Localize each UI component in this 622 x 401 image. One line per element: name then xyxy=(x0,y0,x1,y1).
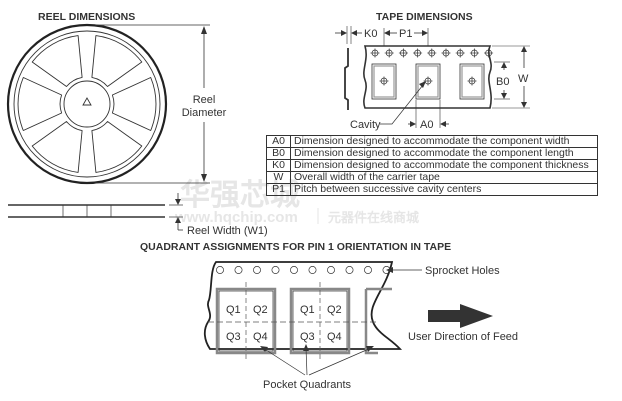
tape-cavity-label: Cavity xyxy=(350,119,381,131)
q4-label-b: Q4 xyxy=(327,331,342,343)
legend-code: B0 xyxy=(266,147,291,160)
reel-window xyxy=(91,121,143,173)
reel-window xyxy=(31,35,83,87)
legend-code: P1 xyxy=(266,183,291,196)
feed-direction-label: User Direction of Feed xyxy=(408,331,518,343)
reel-window xyxy=(17,77,63,131)
tape-p1-label: P1 xyxy=(399,28,412,40)
tape-k0-label: K0 xyxy=(364,28,377,40)
tape-cavity xyxy=(459,63,485,100)
reel-diameter-label-2: Diameter xyxy=(182,107,227,119)
quadrant-tape-drawing: Q1 Q2 Q3 Q4 Q1 Q2 Q3 Q4 Pocket Quadrants… xyxy=(203,261,518,391)
legend-desc: Dimension designed to accommodate the co… xyxy=(290,159,598,172)
tape-w-label: W xyxy=(518,73,529,85)
legend-desc: Overall width of the carrier tape xyxy=(290,171,598,184)
sprocket-hole xyxy=(216,266,224,274)
reel-window xyxy=(111,77,157,131)
legend-code: K0 xyxy=(266,159,291,172)
tape-drawing: K0 P1 B0 W A0 xyxy=(335,26,530,131)
tape-a0-label: A0 xyxy=(420,119,433,131)
tape-cavity xyxy=(371,63,397,100)
reel-width-label: Reel Width (W1) xyxy=(187,225,268,237)
q4-label-a: Q4 xyxy=(253,331,268,343)
legend-desc: Pitch between successive cavity centers xyxy=(290,183,598,196)
reel-hub-triangle-icon xyxy=(82,97,92,106)
q2-label-b: Q2 xyxy=(327,304,342,316)
sprocket-hole xyxy=(271,266,280,274)
legend-desc: Dimension designed to accommodate the co… xyxy=(290,147,598,160)
q2-label-a: Q2 xyxy=(253,304,268,316)
q3-label-b: Q3 xyxy=(300,331,315,343)
legend-code: W xyxy=(266,171,291,184)
sprocket-hole xyxy=(345,266,354,274)
sprocket-hole xyxy=(234,266,243,274)
q1-label-b: Q1 xyxy=(300,304,315,316)
sprocket-hole xyxy=(308,266,317,274)
pocket-quadrants-label: Pocket Quadrants xyxy=(263,379,352,391)
reel-title: REEL DIMENSIONS xyxy=(38,11,135,23)
reel-drawing xyxy=(6,23,168,185)
watermark-url: www.hqchip.com xyxy=(174,209,298,226)
sprocket-hole xyxy=(290,266,298,274)
tape-b0-label: B0 xyxy=(496,76,509,88)
sprocket-hole xyxy=(253,266,261,274)
sprocket-hole xyxy=(327,266,335,274)
reel-window xyxy=(31,121,83,173)
reel-diameter-dimension: Reel Diameter xyxy=(95,24,227,184)
quadrant-title: QUADRANT ASSIGNMENTS FOR PIN 1 ORIENTATI… xyxy=(140,241,451,253)
tape-cavity xyxy=(415,63,441,100)
sprocket-hole xyxy=(364,266,372,274)
legend-code: A0 xyxy=(266,135,291,148)
tape-title: TAPE DIMENSIONS xyxy=(376,11,473,23)
legend-desc: Dimension designed to accommodate the co… xyxy=(290,135,598,148)
sprocket-holes-label: Sprocket Holes xyxy=(425,265,500,277)
q1-label-a: Q1 xyxy=(226,304,241,316)
q3-label-a: Q3 xyxy=(226,331,241,343)
reel-diameter-label-1: Reel xyxy=(193,94,216,106)
reel-window xyxy=(91,35,143,87)
feed-direction-arrow-icon xyxy=(428,304,493,328)
watermark-sub: 元器件在线商城 xyxy=(328,210,419,225)
reel-side-view: Reel Width (W1) xyxy=(8,193,268,237)
